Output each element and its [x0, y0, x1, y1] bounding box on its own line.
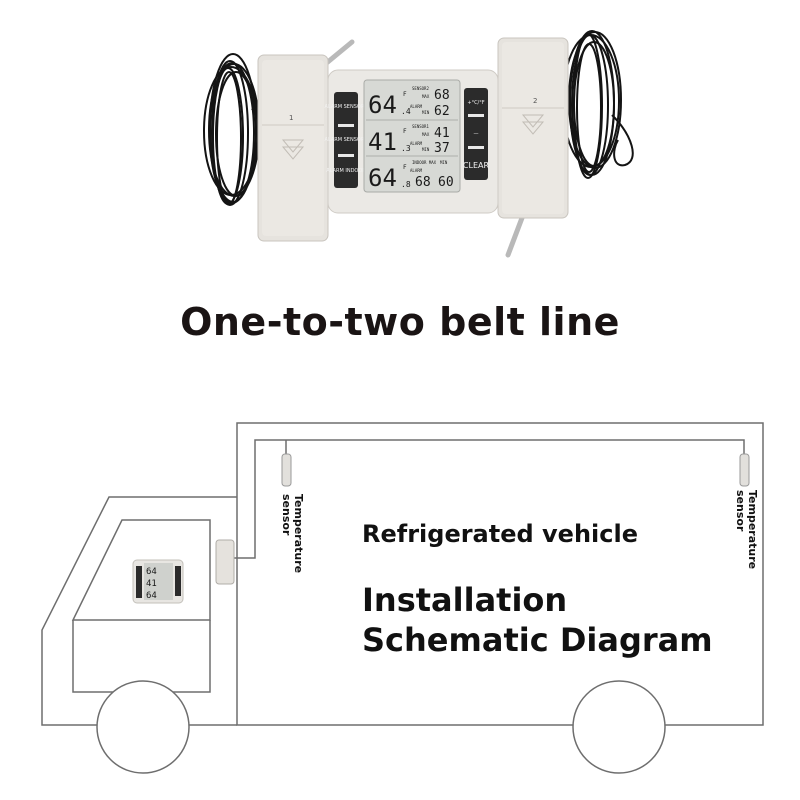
svg-text:F: F	[403, 91, 407, 98]
unit-toggle-button[interactable]: +°C/°F	[467, 100, 484, 106]
svg-text:INDOOR MAX: INDOOR MAX	[412, 160, 437, 165]
alarm-sensor2-button[interactable]: ALARM SENSOR2	[325, 104, 368, 110]
product-illustration: 1 2 ALARM SENSOR2 ALARM SENSOR1 ALARM IN…	[203, 30, 634, 258]
lcd-row3-temp: 64	[368, 164, 397, 192]
svg-text:64: 64	[146, 567, 157, 577]
lcd-row2-temp: 41	[368, 128, 397, 156]
lcd-row1-temp: 64	[368, 91, 397, 119]
svg-text:SENSOR1: SENSOR1	[412, 124, 429, 129]
cargo-box	[236, 422, 764, 726]
svg-text:.3: .3	[401, 144, 411, 153]
lcd-screen	[363, 79, 461, 193]
sensor-unit-1: 1	[257, 54, 329, 242]
svg-text:MIN: MIN	[422, 110, 430, 115]
svg-text:ALARM: ALARM	[410, 141, 423, 146]
svg-text:.8: .8	[401, 180, 411, 189]
diagram-title: Refrigerated vehicle	[362, 520, 638, 548]
svg-text:ALARM: ALARM	[410, 104, 423, 109]
cab-window	[71, 519, 211, 621]
main-display-device: ALARM SENSOR2 ALARM SENSOR1 ALARM INDOOR…	[325, 69, 499, 214]
cab-door	[72, 620, 211, 693]
svg-text:41: 41	[146, 579, 157, 589]
svg-text:ALARM: ALARM	[410, 168, 423, 173]
front-wheel	[96, 680, 190, 774]
headline: One-to-two belt line	[180, 300, 620, 344]
lcd-row1-max: 68	[434, 88, 450, 103]
lcd-row2-max: 41	[434, 126, 450, 141]
sensor-1-number: 1	[289, 114, 293, 122]
temperature-probe-right	[739, 453, 750, 487]
temperature-probe-left	[281, 453, 292, 487]
rear-wheel	[572, 680, 666, 774]
alarm-indoor-button[interactable]: ALARM INDOOR	[326, 168, 366, 174]
svg-text:F: F	[403, 164, 407, 171]
svg-text:64: 64	[146, 591, 157, 601]
svg-text:MAX: MAX	[422, 132, 430, 137]
temperature-sensor-label-left: Temperature sensor	[280, 494, 305, 574]
cab-mini-display: 64 41 64	[132, 559, 184, 604]
svg-text:MIN: MIN	[422, 147, 430, 152]
lcd-row2-min: 37	[434, 141, 450, 156]
svg-text:MIN: MIN	[440, 160, 448, 165]
wall-transmitter	[215, 539, 235, 585]
sensor-unit-2: 2	[497, 37, 569, 219]
svg-text:.4: .4	[401, 107, 411, 116]
lcd-row1-min: 62	[434, 104, 450, 119]
svg-text:F: F	[403, 128, 407, 135]
left-button-strip[interactable]	[334, 92, 358, 188]
alarm-sensor1-button[interactable]: ALARM SENSOR1	[325, 137, 368, 143]
lcd-row3-max: 68	[415, 175, 431, 190]
right-button-strip[interactable]	[464, 88, 488, 180]
temperature-sensor-label-right: Temperature sensor	[734, 490, 759, 570]
lcd-row3-min: 60	[438, 175, 454, 190]
minus-button[interactable]: —	[474, 131, 479, 137]
svg-text:MAX: MAX	[422, 94, 430, 99]
svg-text:SENSOR2: SENSOR2	[412, 86, 429, 91]
cab-outline	[41, 496, 237, 726]
clear-button[interactable]: CLEAR	[463, 161, 490, 170]
sensor-2-number: 2	[533, 97, 537, 105]
diagram-subtitle: Installation Schematic Diagram	[362, 581, 713, 659]
